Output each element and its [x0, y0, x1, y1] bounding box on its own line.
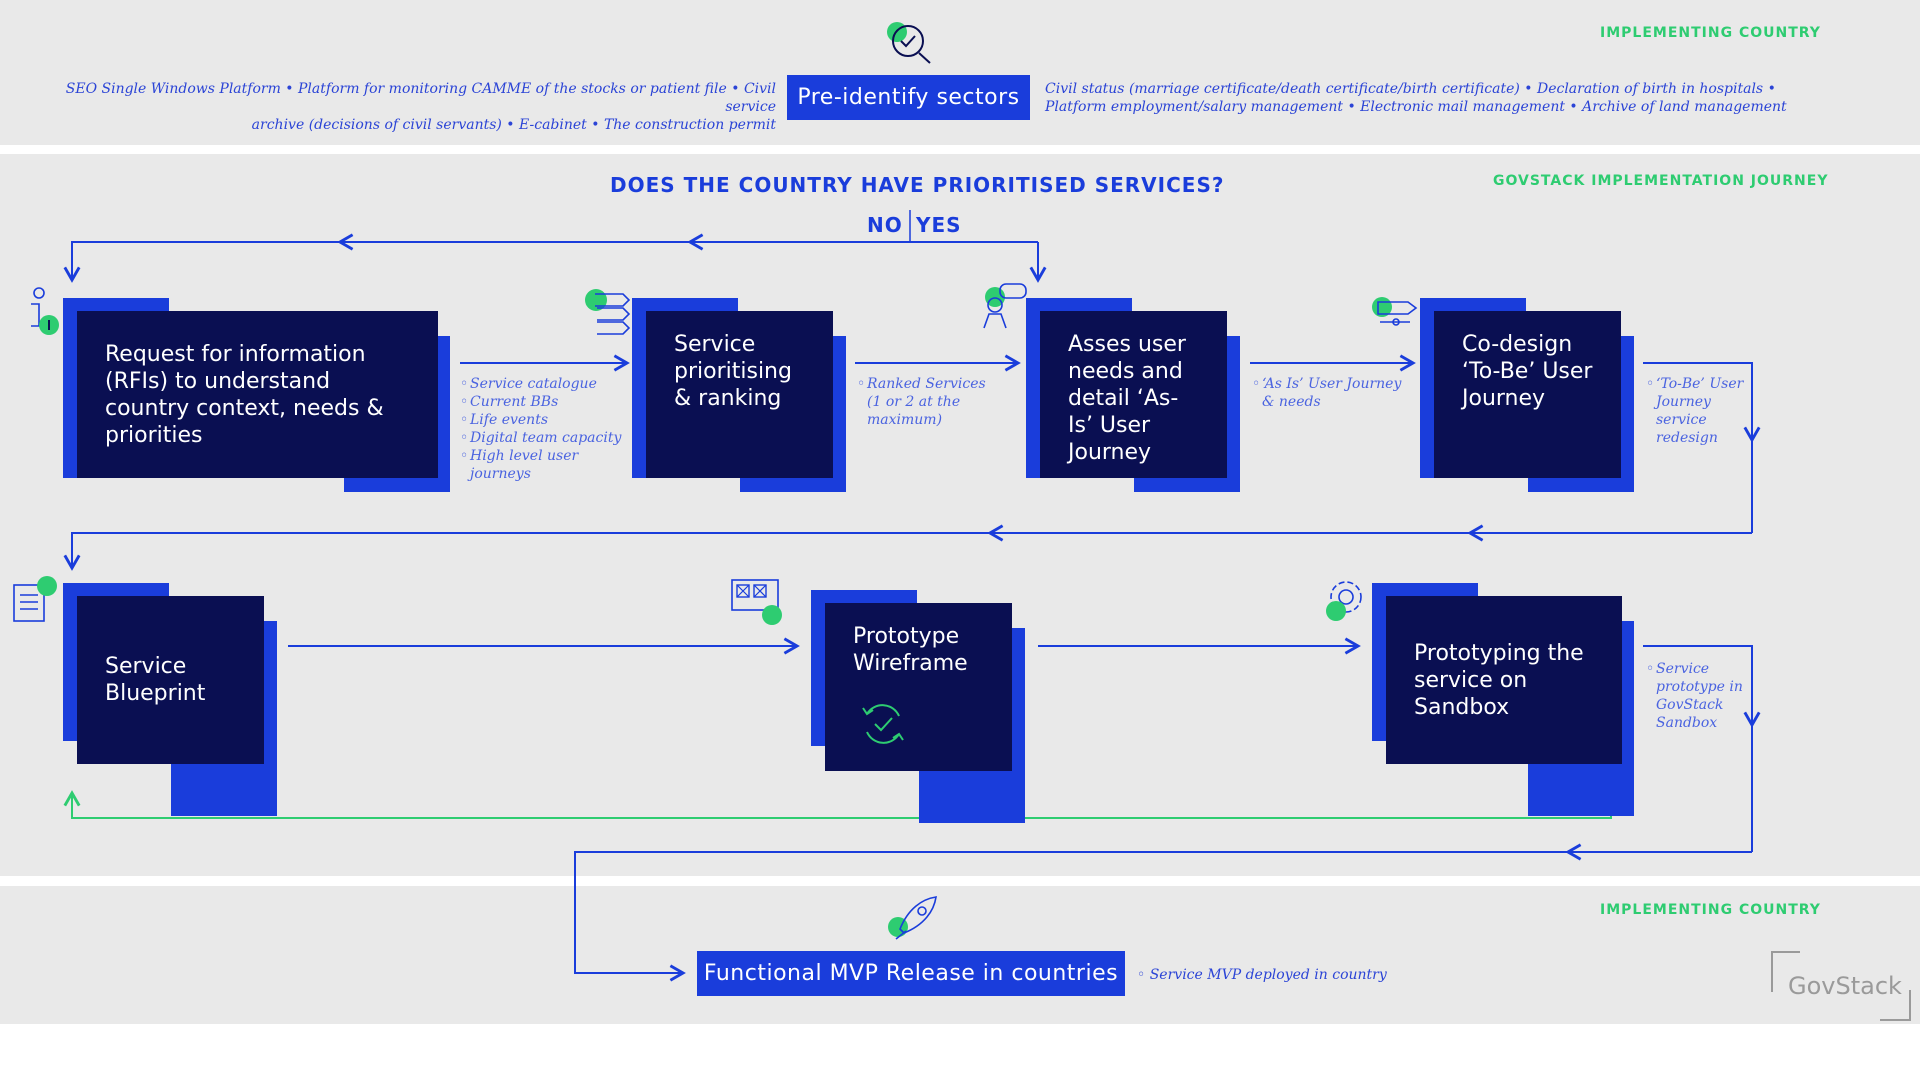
mvp-deployed-note-text: Service MVP deployed in country — [1149, 967, 1387, 983]
step-blueprint-title: Service Blueprint — [77, 596, 264, 764]
step-assess-title: Asses user needs and detail ‘As-Is’ User… — [1040, 311, 1227, 478]
document-list-icon — [13, 576, 57, 622]
search-check-icon — [887, 22, 931, 64]
mvp-deployed-note: ◦ Service MVP deployed in country — [1137, 967, 1387, 983]
step-rfi-title: Request for information (RFIs) to unders… — [77, 311, 438, 478]
sandbox-output-note: Service prototype in GovStack Sandbox — [1646, 660, 1748, 732]
section-label-implementing-country: IMPLEMENTING COUNTRY — [1600, 25, 1821, 41]
step-prioritising-title: Service prioritising & ranking — [646, 311, 833, 478]
step-sandbox-title: Prototyping the service on Sandbox — [1386, 596, 1622, 764]
implementing-country-top-band — [0, 0, 1920, 145]
to-be-journey-item: ‘To-Be’ User Journey service redesign — [1646, 375, 1748, 447]
rfi-output-item: Life events — [460, 411, 630, 429]
sector-examples-right-line1: Civil status (marriage certificate/death… — [1045, 81, 1776, 97]
pre-identify-sectors-button[interactable]: Pre-identify sectors — [787, 75, 1030, 120]
ranked-services-item: Ranked Services (1 or 2 at the maximum) — [857, 375, 997, 429]
pen-icon — [1372, 297, 1418, 326]
step-codesign-title: Co-design ‘To-Be’ User Journey — [1434, 311, 1621, 478]
as-is-journey-item: ‘As Is’ User Journey & needs — [1252, 375, 1412, 411]
rfi-output-item: Current BBs — [460, 393, 630, 411]
ranking-list-icon — [585, 289, 631, 335]
rocket-icon — [888, 896, 937, 940]
section-label-implementing-country-bottom: IMPLEMENTING COUNTRY — [1600, 902, 1821, 918]
to-be-journey-note: ‘To-Be’ User Journey service redesign — [1646, 375, 1748, 447]
govstack-logo: GovStack — [1788, 972, 1902, 1000]
rfi-output-item: High level user journeys — [460, 447, 630, 483]
refresh-check-icon — [862, 704, 904, 744]
sector-examples-left-line1: SEO Single Windows Platform • Platform f… — [65, 81, 776, 115]
info-person-icon — [31, 287, 59, 335]
as-is-journey-note: ‘As Is’ User Journey & needs — [1252, 375, 1412, 411]
step-prototype-title: Prototype Wireframe — [825, 603, 1012, 771]
answer-yes: YES — [916, 213, 962, 237]
section-label-govstack-journey: GOVSTACK IMPLEMENTATION JOURNEY — [1493, 173, 1829, 189]
user-chat-icon — [983, 283, 1027, 329]
rfi-output-item: Service catalogue — [460, 375, 630, 393]
rfi-outputs-list: Service catalogue Current BBs Life event… — [460, 375, 630, 483]
functional-mvp-release-button[interactable]: Functional MVP Release in countries — [697, 951, 1125, 996]
rfi-output-item: Digital team capacity — [460, 429, 630, 447]
sector-examples-left-line2: archive (decisions of civil servants) • … — [251, 117, 776, 133]
answer-no: NO — [867, 213, 903, 237]
prioritised-services-question: DOES THE COUNTRY HAVE PRIORITISED SERVIC… — [610, 173, 1225, 197]
govstack-logo-frame — [1771, 951, 1911, 1021]
sandbox-output-item: Service prototype in GovStack Sandbox — [1646, 660, 1748, 732]
sector-examples-right: Civil status (marriage certificate/death… — [1045, 80, 1795, 116]
gear-search-icon — [1326, 581, 1362, 621]
sector-examples-left: SEO Single Windows Platform • Platform f… — [36, 80, 776, 134]
wireframe-icon — [731, 579, 782, 625]
sector-examples-right-line2: Platform employment/salary management • … — [1045, 99, 1787, 115]
ranked-services-note: Ranked Services (1 or 2 at the maximum) — [857, 375, 997, 429]
